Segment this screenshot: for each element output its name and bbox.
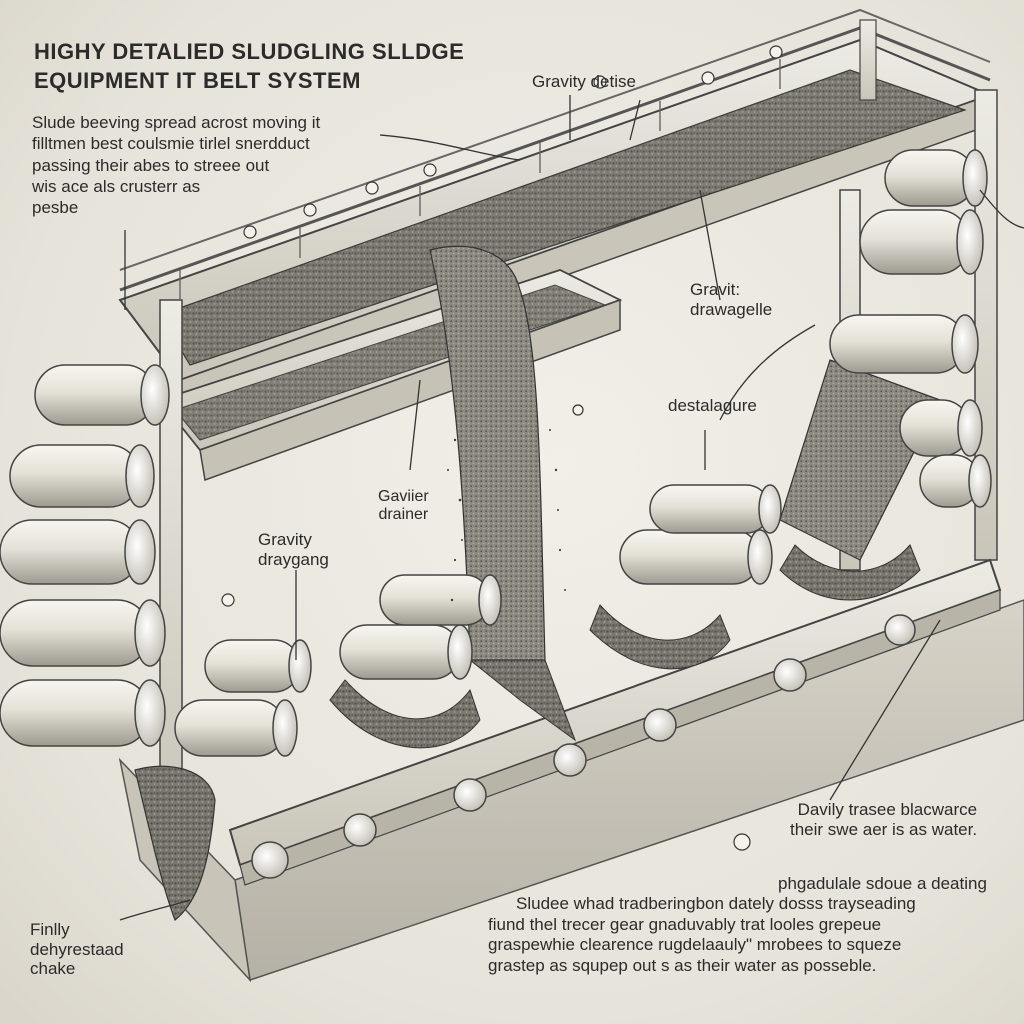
- right-note-line-2: their swe aer is as water.: [790, 819, 978, 839]
- label-final-cake: Finlly dehyrestaad chake: [30, 920, 124, 979]
- gravity-draygang-line-2: draygang: [258, 549, 329, 569]
- bottom-line-3: fiund thel trecer gear gnaduvably trat l…: [488, 914, 882, 934]
- label-gravity-top: Gravity detise: [532, 72, 636, 91]
- title-line-1: HIGHY DETALIED SLUDGLING SLLDGE: [34, 39, 465, 64]
- bottom-line-1: phgadulale sdoue a deating: [778, 874, 987, 893]
- gravier-drainer-line-2: drainer: [378, 506, 429, 524]
- final-cake-line-1: Finlly: [30, 920, 70, 939]
- final-cake-line-3: chake: [30, 959, 76, 979]
- gravity-draygang-line-1: Gravity: [258, 530, 312, 549]
- bottom-line-2: Sludee whad tradberingbon dately dosss t…: [516, 894, 916, 914]
- bottom-line-4: graspewhie clearence rugdelaauly" mrobee…: [488, 935, 902, 955]
- label-gravier-drainer: Gaviier drainer: [378, 488, 429, 525]
- bottom-description: phgadulale sdoue a deating Sludee whad t…: [488, 874, 987, 976]
- title-line-2: EQUIPMENT IT BELT SYSTEM: [34, 67, 361, 93]
- gravit-drawage-line-2: drawagelle: [690, 299, 773, 319]
- label-destalagure: destalagure: [668, 396, 757, 415]
- bottom-line-5: grastep as squpep out s as their water a…: [488, 955, 877, 975]
- final-cake-line-2: dehyrestaad: [30, 939, 124, 959]
- desc-line-5: pesbe: [32, 198, 79, 217]
- desc-line-3: passing their abes to streee out: [32, 155, 270, 175]
- desc-line-2: filltmen best coulsmie tirlel snerdduct: [32, 134, 310, 154]
- diagram-title: HIGHY DETALIED SLUDGLING SLLDGE EQUIPMEN…: [34, 38, 464, 95]
- label-gravit-drawage: Gravit: drawagelle: [690, 280, 772, 319]
- label-gravity-draygang: Gravity draygang: [258, 530, 329, 569]
- gravit-drawage-line-1: Gravit:: [690, 280, 741, 299]
- intro-description: Slude beeving spread acrost moving it fi…: [32, 112, 320, 218]
- desc-line-1: Slude beeving spread acrost moving it: [32, 113, 321, 132]
- label-right-note: Davily trasee blacwarce their swe aer is…: [790, 800, 977, 839]
- gravier-drainer-line-1: Gaviier: [378, 488, 429, 505]
- right-note-line-1: Davily trasee blacwarce: [797, 800, 978, 819]
- desc-line-4: wis ace als crusterr as: [32, 176, 201, 196]
